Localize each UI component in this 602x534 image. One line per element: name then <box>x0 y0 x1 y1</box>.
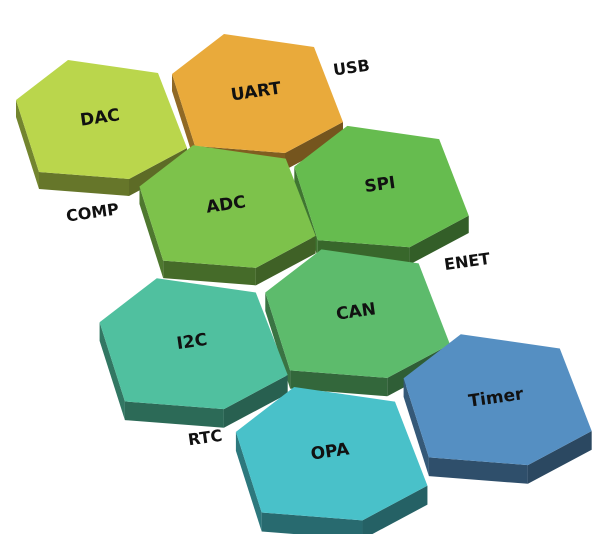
hexagon-side-face <box>16 100 39 189</box>
hexagon-top-face <box>139 145 316 268</box>
hexagon-top-face <box>172 34 343 153</box>
hexagon-i2c: I2C <box>99 278 288 428</box>
hexagon-spi: SPI <box>294 125 469 265</box>
hexagon-side-face <box>409 215 469 265</box>
hexagon-dac: DAC <box>16 60 187 196</box>
hexagon-side-face <box>99 322 125 421</box>
hexagon-side-face <box>290 370 388 397</box>
hexagon-top-face <box>265 249 450 378</box>
hexagon-top-face <box>99 278 288 410</box>
hexagon-opa: OPA <box>235 387 428 534</box>
hexagon-side-face <box>235 431 262 532</box>
hexagon-side-face <box>527 431 592 484</box>
hexagon-label-spi: SPI <box>363 173 397 197</box>
hexagon-side-face <box>285 122 343 170</box>
hexagon-side-face <box>265 292 291 389</box>
hexagon-side-face <box>223 375 288 428</box>
hexagon-side-face <box>255 235 316 286</box>
hexagon-side-face <box>172 74 195 163</box>
hexagon-side-face <box>362 485 428 534</box>
hexagon-adc: ADC <box>139 145 316 286</box>
hexagon-side-face <box>261 512 363 534</box>
hexagon-side-face <box>139 186 164 279</box>
hexagon-side-face <box>124 401 224 428</box>
hexagon-top-face <box>16 60 187 179</box>
hexagon-side-face <box>428 457 528 484</box>
hexagon-label-i2c: I2C <box>175 330 208 354</box>
hexagon-side-face <box>403 378 429 477</box>
hexagon-top-face <box>294 125 469 248</box>
hexagon-side-face <box>163 260 256 286</box>
hexagon-side-face <box>39 172 129 196</box>
hexagon-top-face <box>403 334 592 466</box>
hexagon-top-face <box>235 387 428 521</box>
hexagon-timer: Timer <box>403 334 592 484</box>
